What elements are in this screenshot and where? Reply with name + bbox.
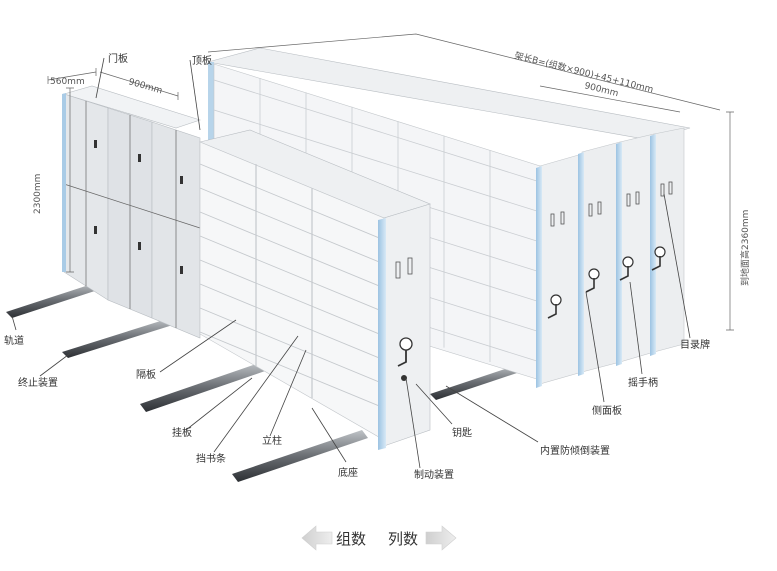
- front-shelf-line: [199, 211, 385, 289]
- front-shelf-line: [199, 331, 385, 409]
- dim-total-height: 到地面高2360mm: [739, 210, 751, 286]
- shelf-line: [213, 109, 541, 213]
- label-side-panel: 侧面板: [592, 404, 622, 417]
- label-book-stopper: 挡书条: [196, 452, 226, 465]
- nav-columns-label: 列数: [388, 530, 418, 548]
- columns-arrow[interactable]: 列数: [388, 525, 457, 551]
- label-base: 底座: [338, 466, 358, 479]
- dimension-lines: [47, 33, 734, 331]
- leader-lines: [11, 57, 691, 469]
- label-partition: 隔板: [136, 368, 156, 381]
- front-open-shelf: [199, 129, 431, 450]
- dim-width: 900mm: [127, 77, 163, 96]
- dim-depth: 560mm: [50, 77, 85, 87]
- shelf-line: [213, 79, 541, 183]
- label-directory-plate: 目录牌: [680, 338, 710, 351]
- dim-height: 2300mm: [33, 174, 43, 214]
- label-rail: 轨道: [4, 334, 24, 347]
- label-stop-device: 终止装置: [18, 376, 58, 389]
- groups-arrow[interactable]: 组数: [301, 525, 366, 551]
- front-shelf-line: [199, 235, 385, 313]
- label-brake: 制动装置: [414, 468, 454, 481]
- nav-groups-label: 组数: [336, 530, 366, 548]
- closed-cabinet-unit: [62, 85, 201, 339]
- label-anti-tip: 内置防倾倒装置: [540, 444, 610, 457]
- label-hanging-plate: 挂板: [172, 426, 192, 439]
- front-shelf-line: [199, 163, 385, 241]
- front-shelf-line: [199, 259, 385, 337]
- label-door-panel: 门板: [108, 52, 128, 65]
- label-crank-handle: 摇手柄: [628, 376, 658, 389]
- label-key: 钥匙: [452, 426, 472, 439]
- front-shelf-line: [199, 283, 385, 361]
- front-shelf-line: [199, 187, 385, 265]
- label-top-panel: 顶板: [192, 54, 212, 67]
- label-upright: 立柱: [262, 434, 282, 447]
- front-shelf-line: [199, 307, 385, 385]
